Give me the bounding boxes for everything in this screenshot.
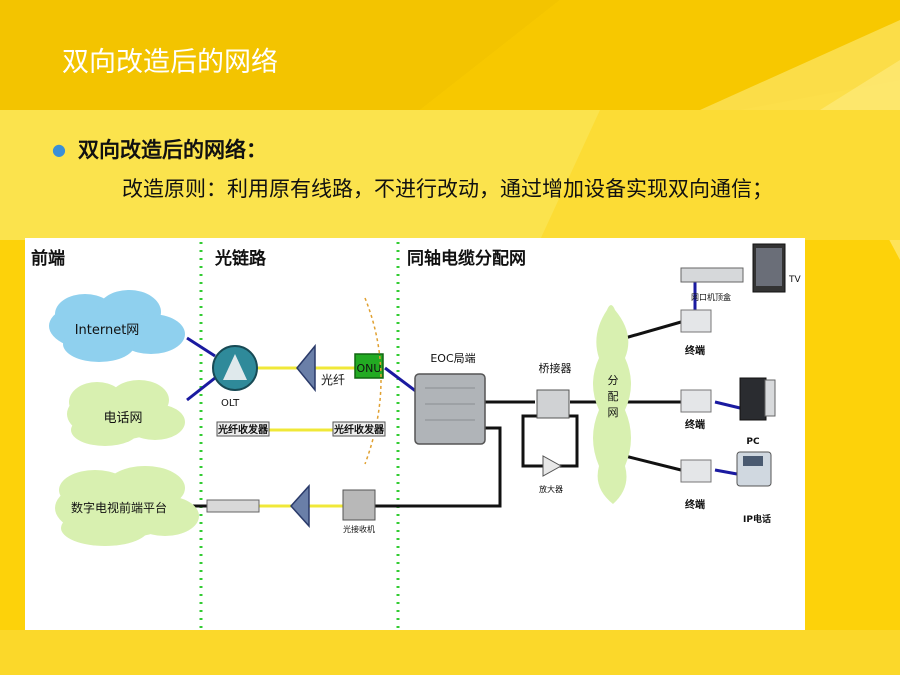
- pc-device: PC: [739, 377, 776, 447]
- bullet-heading: ● 双向改造后的网络：: [52, 134, 267, 164]
- dtv-cloud: 数字电视前端平台: [55, 466, 199, 546]
- amplifier-icon: 放大器: [539, 455, 563, 494]
- eoc-head-device: EOC局端: [414, 352, 486, 445]
- receiver-label: 光接收机: [343, 524, 375, 534]
- coax-terminal1: [624, 320, 682, 340]
- network-diagram-svg: 前端 光链路 同轴电缆分配网 Internet网 电话网: [31, 242, 801, 630]
- tv-label: TV: [788, 275, 801, 285]
- dtv-label: 数字电视前端平台: [71, 500, 167, 515]
- coax-terminal3: [624, 454, 682, 472]
- section-front: 前端: [31, 248, 65, 269]
- olt-label: OLT: [221, 398, 240, 409]
- dtv-platform-device: [206, 499, 260, 513]
- ip-phone-device: IP电话: [736, 451, 772, 525]
- distribution-char-1: 分: [608, 374, 619, 387]
- network-diagram: 前端 光链路 同轴电缆分配网 Internet网 电话网: [25, 238, 805, 630]
- eoc-label: EOC局端: [430, 352, 475, 365]
- terminal-1: 终端: [680, 309, 712, 357]
- phone-cloud: 电话网: [67, 380, 185, 446]
- phone-label: 电话网: [103, 411, 142, 426]
- section-optical: 光链路: [214, 248, 267, 269]
- link-phone-olt: [186, 376, 216, 402]
- amplifier-loop: [521, 414, 579, 468]
- pc-label: PC: [746, 437, 760, 447]
- optical-splitter-icon: 光纤: [296, 343, 345, 393]
- olt-device: OLT: [212, 345, 258, 409]
- set-top-box-device: 网口机顶盒: [680, 267, 744, 302]
- terminal3-label: 终端: [685, 498, 705, 511]
- bridge-device: 桥接器: [536, 362, 572, 419]
- distribution-char-3: 网: [608, 406, 619, 419]
- terminal-3: 终端: [680, 459, 712, 511]
- optical-splitter-2-icon: [289, 484, 310, 528]
- transceiver2-label: 光纤收发器: [333, 423, 385, 436]
- ipphone-label: IP电话: [743, 513, 771, 525]
- fiber-transceiver-2: 光纤收发器: [332, 421, 386, 437]
- bullet-dot-icon: ●: [52, 140, 66, 159]
- distribution-char-2: 配: [608, 390, 619, 403]
- optical-receiver-device: 光接收机: [342, 489, 376, 534]
- link-internet-olt: [186, 336, 216, 358]
- stb-label: 网口机顶盒: [691, 292, 731, 302]
- section-coax: 同轴电缆分配网: [407, 248, 526, 269]
- terminal2-label: 终端: [685, 418, 705, 431]
- onu-label: ONU: [357, 362, 382, 375]
- coverage-arc: [364, 297, 382, 465]
- link-terminal2-pc: [714, 400, 741, 410]
- tv-device: TV: [752, 243, 801, 293]
- bridge-label: 桥接器: [539, 362, 572, 375]
- body-paragraph: 改造原则：利用原有线路，不进行改动，通过增加设备实现双向通信；: [122, 177, 773, 201]
- internet-cloud: Internet网: [49, 290, 185, 362]
- terminal1-label: 终端: [685, 344, 705, 357]
- distribution-network: 分配网: [593, 305, 631, 504]
- onu-device: ONU: [354, 353, 384, 379]
- fiber-transceiver-1: 光纤收发器: [216, 421, 270, 437]
- distribution-label: 分配网: [608, 374, 619, 419]
- terminal-2: 终端: [680, 389, 712, 431]
- fiber-label: 光纤: [321, 373, 345, 387]
- slide-title: 双向改造后的网络: [62, 47, 278, 78]
- amplifier-label: 放大器: [539, 484, 563, 494]
- coax-receiver-eoc: [375, 426, 502, 508]
- internet-label: Internet网: [75, 323, 140, 338]
- link-terminal3-phone: [714, 468, 738, 476]
- bullet-text: 双向改造后的网络：: [77, 138, 267, 162]
- transceiver1-label: 光纤收发器: [217, 423, 269, 436]
